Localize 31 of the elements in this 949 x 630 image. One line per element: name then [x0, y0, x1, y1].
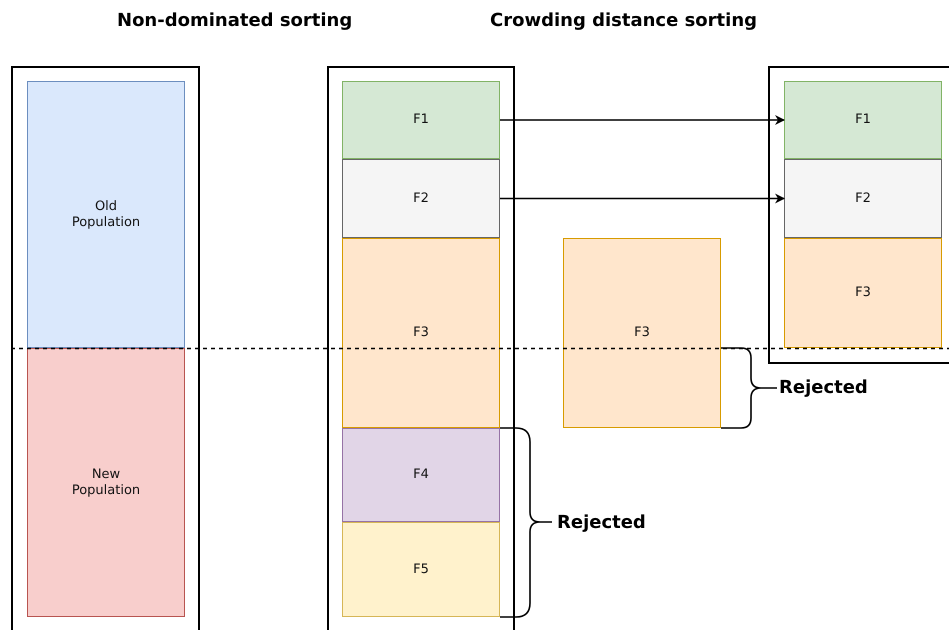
- block-label: F3: [413, 325, 429, 341]
- block-label: F1: [855, 112, 871, 128]
- selected-column: [768, 66, 949, 364]
- block-label: Old Population: [70, 198, 142, 230]
- block-label: F3: [634, 325, 650, 341]
- rejected-label: Rejected: [557, 512, 646, 533]
- front-block: [342, 159, 500, 238]
- front-column: [327, 66, 515, 630]
- block-label: F2: [855, 190, 871, 206]
- block-label: F4: [413, 467, 429, 483]
- population-column: [11, 66, 200, 630]
- front-block: [342, 238, 500, 428]
- front-block: [342, 81, 500, 159]
- population-block: [27, 81, 185, 348]
- block-label: F1: [413, 112, 429, 128]
- front-block: [342, 522, 500, 617]
- front-block: [342, 428, 500, 522]
- rejected-label: Rejected: [779, 377, 868, 398]
- block-label: F3: [855, 285, 871, 301]
- arrow: [500, 194, 785, 204]
- front-block: [784, 159, 942, 238]
- section-heading: Crowding distance sorting: [490, 10, 758, 31]
- section-heading: Non-dominated sorting: [117, 10, 352, 31]
- block-label: F2: [413, 190, 429, 206]
- front-block: [784, 81, 942, 159]
- front-block: [784, 238, 942, 348]
- population-block: [27, 348, 185, 617]
- block-label: New Population: [70, 466, 142, 498]
- front-block: [563, 238, 721, 428]
- block-label: F5: [413, 562, 429, 578]
- arrow: [500, 115, 785, 125]
